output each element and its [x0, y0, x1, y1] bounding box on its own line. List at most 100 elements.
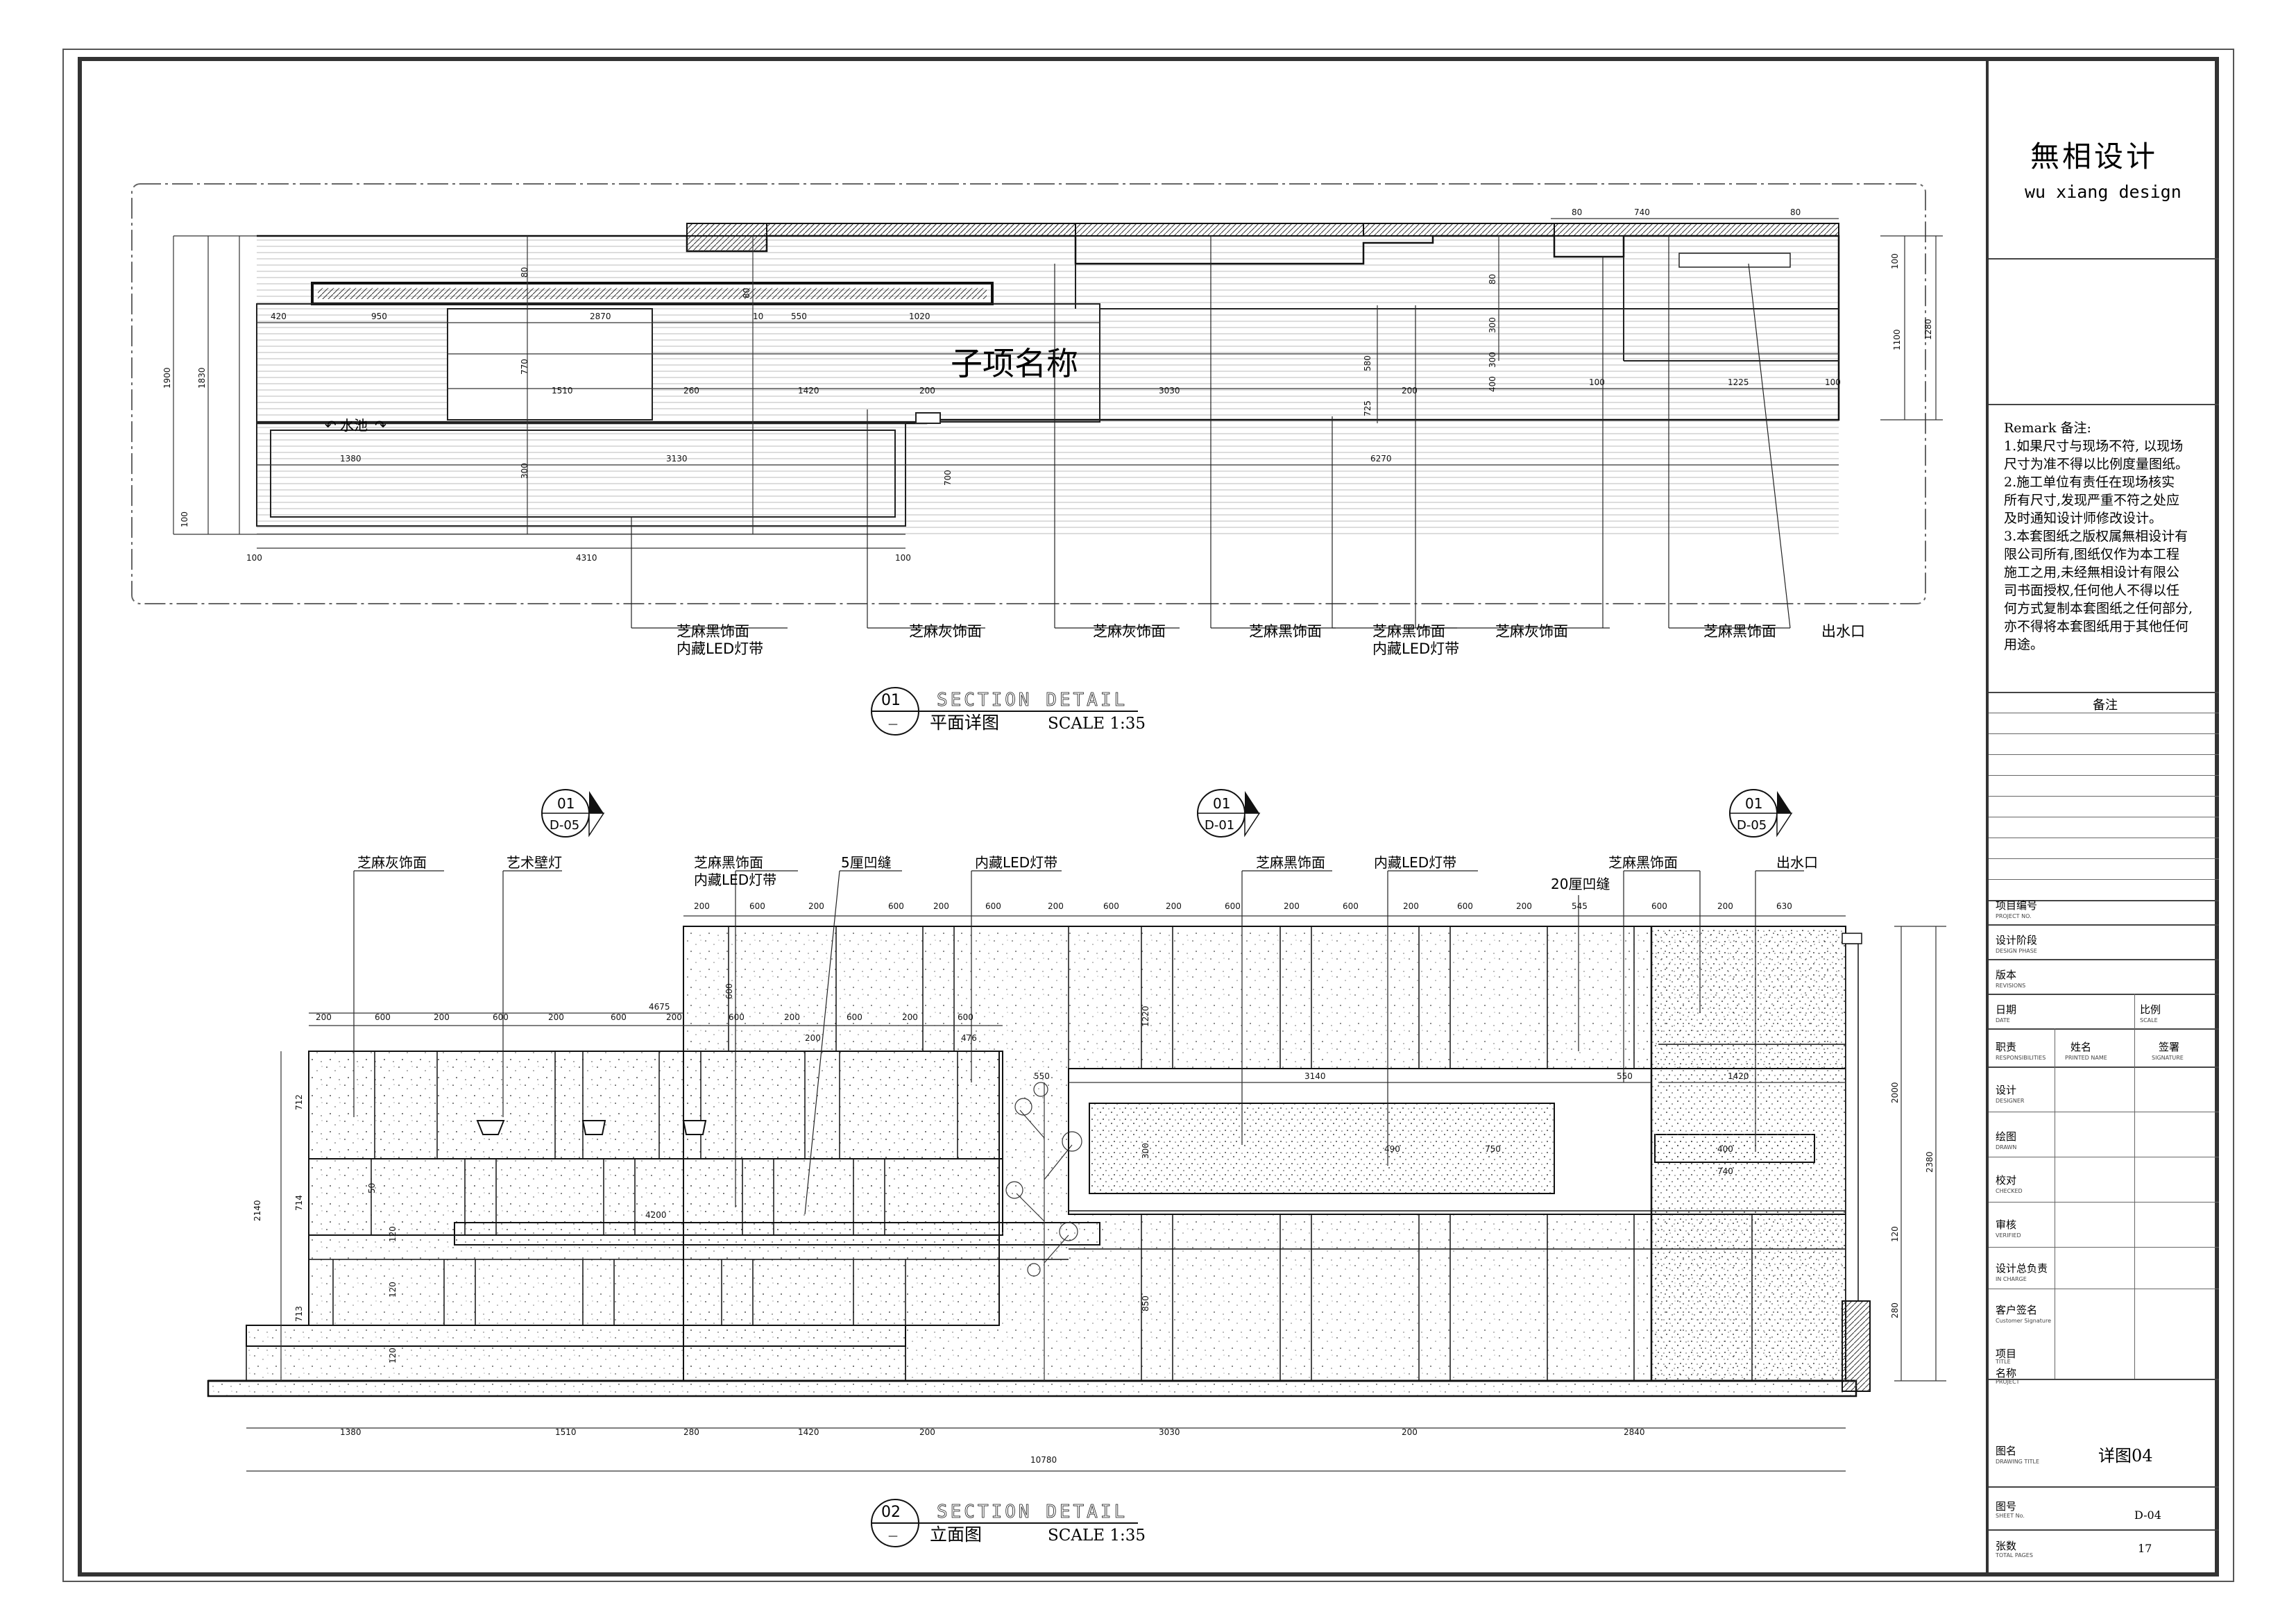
svg-text:120: 120: [388, 1226, 398, 1242]
svg-text:600: 600: [749, 901, 765, 911]
svg-text:200: 200: [434, 1012, 450, 1022]
svg-text:400: 400: [1488, 376, 1497, 392]
svg-text:4200: 4200: [645, 1210, 667, 1220]
svg-text:50: 50: [367, 1183, 377, 1193]
svg-text:出水口: 出水口: [1776, 854, 1818, 871]
svg-text:120: 120: [388, 1282, 398, 1298]
svg-text:1510: 1510: [555, 1427, 577, 1437]
svg-text:100: 100: [1825, 377, 1841, 387]
svg-text:200: 200: [1284, 901, 1300, 911]
svg-text:1830: 1830: [197, 367, 207, 389]
svg-text:—: —: [888, 719, 898, 730]
tb-chief-label: 设计总负责: [1996, 1262, 2048, 1275]
elevation-view: 01 D-05 01 D-01 01 D-05: [207, 789, 1946, 1547]
tb-sign-label: 签署: [2159, 1041, 2180, 1053]
svg-text:80: 80: [1572, 207, 1582, 217]
brand-name-en: wu xiang design: [2025, 182, 2182, 202]
title-block: 無相设计 wu xiang design Remark 备注: 1.如果尺寸与现…: [1986, 57, 2219, 1577]
svg-text:D-05: D-05: [550, 818, 579, 833]
svg-text:200: 200: [919, 1427, 935, 1437]
sub-item-name: 子项名称: [951, 345, 1078, 382]
svg-text:850: 850: [1141, 1295, 1150, 1311]
total-pages-value: 17: [2138, 1542, 2152, 1555]
brand-name-cn: 無相设计: [2030, 139, 2159, 173]
svg-text:200: 200: [1516, 901, 1532, 911]
svg-text:300: 300: [1141, 1143, 1150, 1159]
svg-text:600: 600: [729, 1012, 745, 1022]
tb-role-label: 职责: [1996, 1041, 2017, 1053]
svg-text:770: 770: [520, 359, 529, 375]
svg-text:芝麻黑饰面: 芝麻黑饰面: [1256, 854, 1325, 871]
svg-text:740: 740: [1717, 1166, 1733, 1176]
remark-line: 施工之用,未经無相设计有限公: [2004, 565, 2180, 580]
svg-text:545: 545: [1572, 901, 1588, 911]
svg-text:600: 600: [847, 1012, 862, 1022]
svg-text:100: 100: [1890, 253, 1900, 269]
svg-text:300: 300: [1488, 352, 1497, 368]
svg-text:—: —: [888, 1531, 898, 1542]
remark-line: 司书面授权,任何他人不得以任: [2004, 583, 2180, 598]
svg-text:3130: 3130: [666, 454, 688, 464]
svg-text:280: 280: [1890, 1302, 1900, 1318]
tb-stage-label: 设计阶段: [1996, 934, 2038, 946]
svg-text:芝麻黑饰面: 芝麻黑饰面: [1703, 623, 1776, 640]
svg-text:630: 630: [1776, 901, 1792, 911]
flow-arrow-icon: ↶: [325, 417, 337, 434]
drawing-title-value: 详图04: [2098, 1446, 2153, 1465]
svg-text:200: 200: [694, 901, 710, 911]
svg-text:100: 100: [180, 511, 189, 527]
tb-project-no-label: 项目编号: [1996, 899, 2038, 912]
svg-text:600: 600: [1103, 901, 1119, 911]
svg-text:芝麻黑饰面: 芝麻黑饰面: [1249, 623, 1322, 640]
tb-project-label: 项目: [1996, 1348, 2017, 1360]
section-marker-2: 01 D-01: [1197, 789, 1261, 838]
svg-text:1380: 1380: [340, 454, 362, 464]
svg-text:712: 712: [294, 1094, 304, 1110]
tb-client-label: 客户签名: [1996, 1304, 2038, 1316]
svg-text:600: 600: [958, 1012, 973, 1022]
svg-text:1100: 1100: [1892, 329, 1902, 350]
svg-text:80: 80: [1790, 207, 1801, 217]
svg-text:950: 950: [371, 312, 387, 321]
svg-text:芝麻黑饰面: 芝麻黑饰面: [694, 854, 763, 871]
svg-text:200: 200: [1166, 901, 1182, 911]
svg-text:4310: 4310: [576, 553, 597, 563]
sheet-no-value: D-04: [2134, 1509, 2161, 1522]
svg-text:芝麻灰饰面: 芝麻灰饰面: [357, 854, 427, 871]
remark-line: 限公司所有,图纸仅作为本工程: [2004, 547, 2180, 562]
svg-text:700: 700: [943, 470, 953, 486]
svg-text:600: 600: [493, 1012, 509, 1022]
cad-drawing: 80 740 80 420 950 2870 10 550 1020 1510 …: [131, 183, 1946, 1547]
svg-text:1380: 1380: [340, 1427, 362, 1437]
svg-text:芝麻黑饰面: 芝麻黑饰面: [1608, 854, 1678, 871]
tb-scale-label: 比例: [2140, 1003, 2161, 1016]
svg-text:80: 80: [742, 288, 751, 298]
svg-text:3140: 3140: [1304, 1071, 1326, 1081]
tb-sheet-label: 图号: [1996, 1500, 2017, 1513]
svg-text:200: 200: [666, 1012, 682, 1022]
svg-text:4675: 4675: [649, 1002, 670, 1012]
pool-label: 水池: [340, 417, 368, 434]
section-label-elevation: 02 — SECTION DETAIL 立面图 SCALE 1:35: [871, 1499, 1146, 1547]
svg-text:1220: 1220: [1141, 1005, 1150, 1027]
svg-text:550: 550: [1617, 1071, 1633, 1081]
svg-text:200: 200: [902, 1012, 918, 1022]
remark-line: 用途。: [2004, 637, 2044, 652]
svg-text:714: 714: [294, 1195, 304, 1211]
svg-text:600: 600: [1225, 901, 1241, 911]
svg-text:476: 476: [961, 1033, 977, 1043]
svg-text:SCALE 1:35: SCALE 1:35: [1048, 715, 1146, 733]
remark-line: 所有尺寸,发现严重不符之处应: [2004, 493, 2180, 508]
svg-text:300: 300: [520, 463, 529, 479]
svg-text:SECTION DETAIL: SECTION DETAIL: [937, 1502, 1128, 1522]
svg-text:1225: 1225: [1728, 377, 1749, 387]
svg-text:200: 200: [933, 901, 949, 911]
svg-text:1420: 1420: [1728, 1071, 1749, 1081]
remark-title: Remark 备注:: [2004, 420, 2091, 436]
drawing-border-outer: [62, 49, 2234, 1582]
svg-text:80: 80: [520, 267, 529, 278]
tb-date-label: 日期: [1996, 1003, 2017, 1016]
tb-checked-label: 校对: [1996, 1174, 2017, 1187]
svg-text:80: 80: [1488, 274, 1497, 284]
svg-text:200: 200: [1717, 901, 1733, 911]
